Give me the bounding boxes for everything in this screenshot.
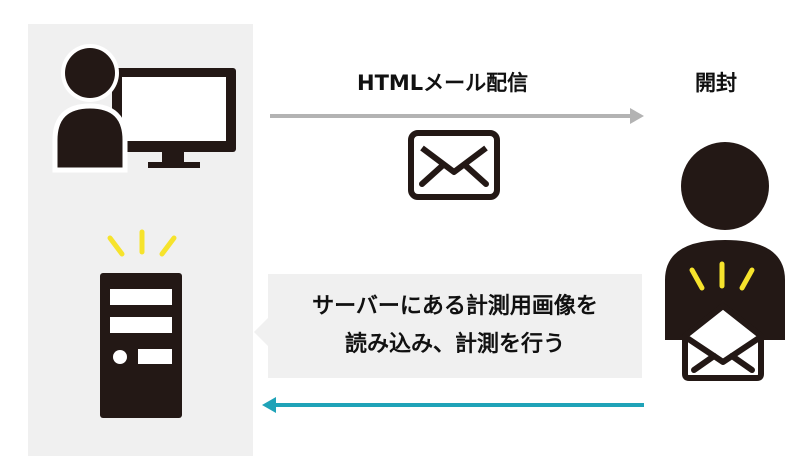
callout-text: サーバーにある計測用画像を 読み込み、計測を行う	[268, 288, 642, 364]
send-label: HTMLメール配信	[357, 71, 529, 95]
envelope-icon	[408, 130, 500, 200]
server-icon	[100, 273, 182, 418]
return-arrow	[262, 397, 644, 413]
callout-line-2: 読み込み、計測を行う	[344, 332, 565, 357]
server-ray-icon	[107, 229, 177, 257]
callout-line-1: サーバーにある計測用画像を	[312, 294, 598, 319]
user-at-computer-icon	[52, 44, 236, 173]
callout-pointer	[254, 318, 268, 346]
send-arrow	[270, 108, 644, 124]
user-icon	[665, 142, 785, 340]
callout-box: サーバーにある計測用画像を 読み込み、計測を行う	[268, 274, 642, 378]
open-ray-icon	[689, 261, 755, 291]
open-envelope-icon	[682, 303, 764, 381]
open-label: 開封	[695, 71, 737, 95]
